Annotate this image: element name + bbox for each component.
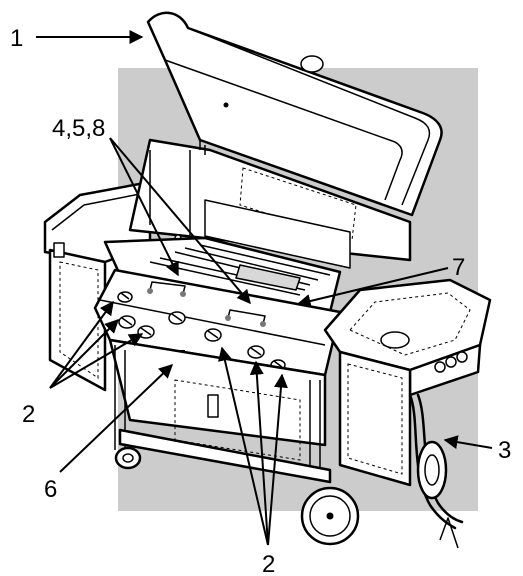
left-cabinet — [48, 242, 107, 392]
callout-1: 1 — [10, 25, 23, 52]
knob-icon — [117, 291, 133, 303]
large-wheel — [300, 486, 360, 546]
callout-2-left: 2 — [22, 401, 35, 428]
callout-3: 3 — [498, 437, 511, 464]
leader-458-b — [109, 137, 251, 305]
control-knobs — [117, 291, 286, 371]
knob-icon — [247, 345, 265, 359]
right-cabinet — [338, 350, 412, 487]
right-rear-wheel — [416, 440, 448, 500]
leader-2-left-b — [49, 300, 114, 389]
knob-icon — [137, 325, 155, 339]
callout-2-bottom: 2 — [262, 551, 275, 576]
leader-2-bottom-b — [249, 360, 269, 546]
leader-3 — [443, 435, 493, 450]
thermometer-icon — [300, 55, 324, 73]
left-caster-wheel — [114, 446, 142, 470]
right-side-burner — [323, 278, 492, 397]
leader-2-left-c — [49, 333, 144, 389]
leader-458-a — [109, 137, 179, 277]
knob-icon — [118, 315, 136, 329]
callout-4-5-8: 4,5,8 — [52, 115, 105, 142]
callout-7: 7 — [452, 254, 465, 281]
leader-6 — [59, 364, 174, 473]
knob-icon — [168, 311, 186, 325]
leader-2-bottom-a — [218, 346, 269, 546]
callout-leaders — [36, 30, 493, 546]
firebox-back — [128, 138, 412, 269]
side-burner-knobs — [434, 351, 468, 373]
grill-lid — [146, 11, 443, 217]
callout-6: 6 — [44, 476, 57, 503]
control-panel — [93, 268, 342, 377]
leader-2-bottom-c — [267, 373, 288, 546]
leader-7 — [296, 267, 449, 308]
knob-icon — [204, 328, 222, 342]
leader-2-left-a — [49, 319, 119, 389]
